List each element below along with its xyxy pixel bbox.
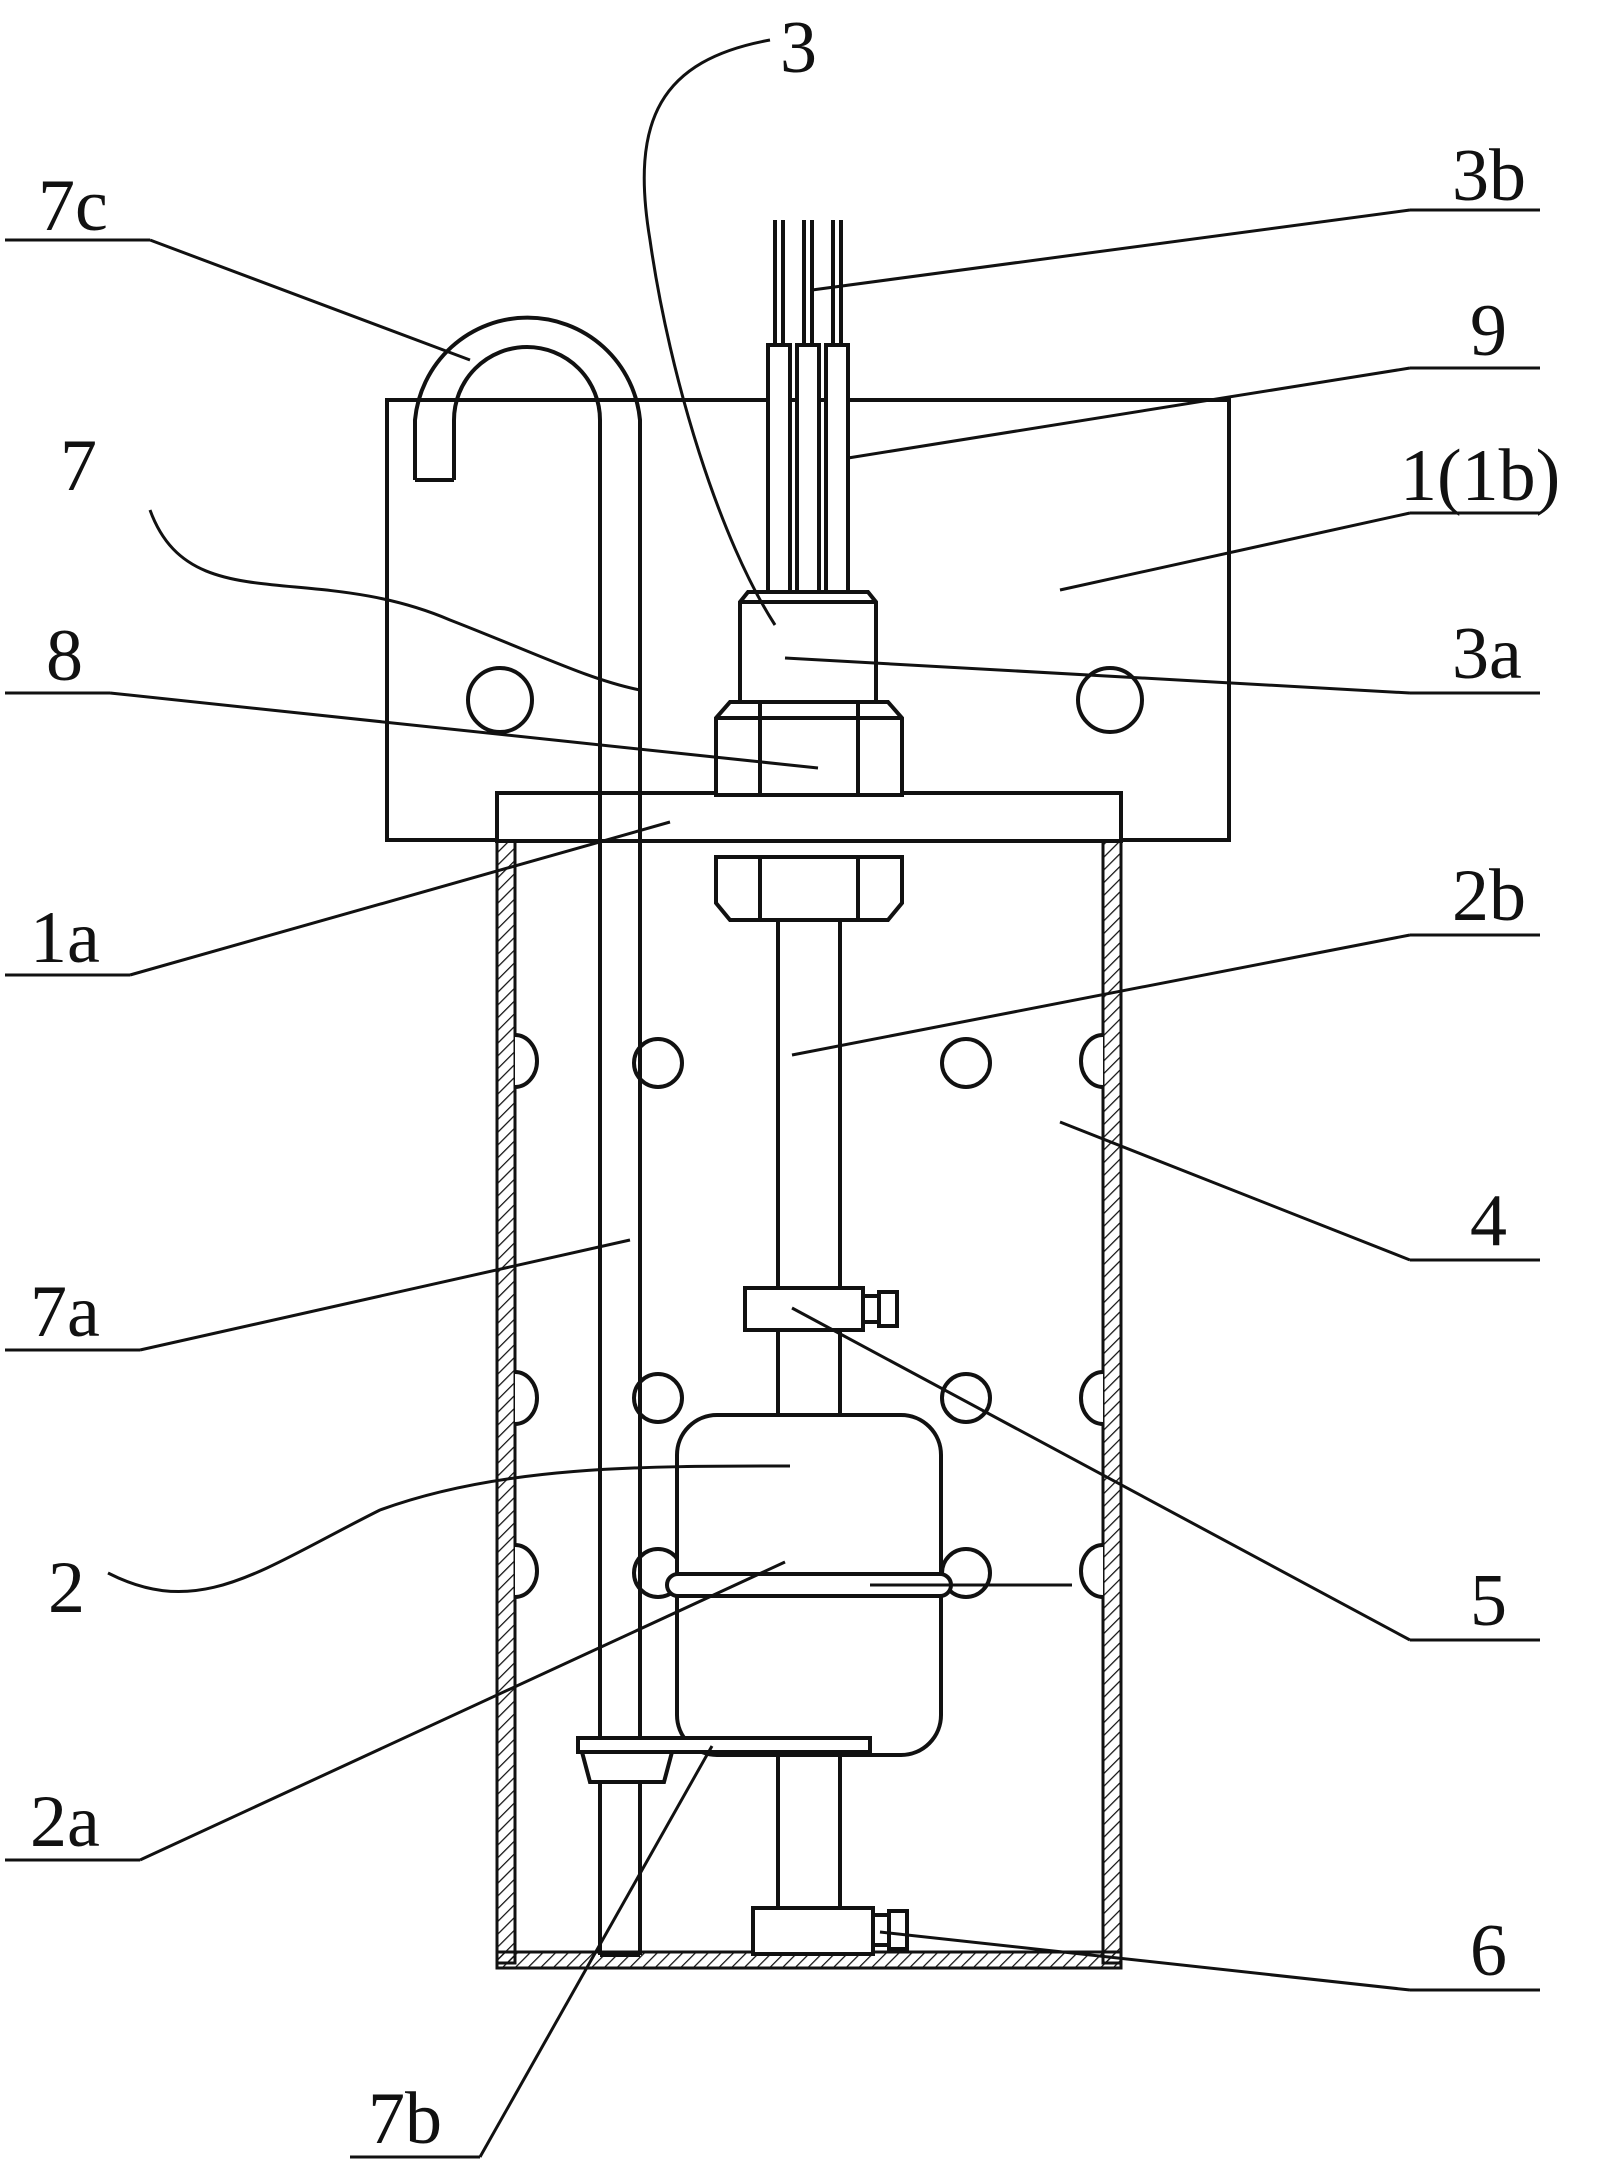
label-4: 4 — [1470, 1180, 1507, 1262]
label-7c: 7c — [38, 165, 108, 247]
leader-lines — [5, 38, 1540, 2159]
guide-rod — [413, 315, 642, 1957]
label-2b: 2b — [1452, 855, 1526, 937]
label-9: 9 — [1470, 290, 1507, 372]
label-1a: 1a — [30, 897, 100, 979]
label-5: 5 — [1470, 1560, 1507, 1642]
label-7a: 7a — [30, 1271, 100, 1353]
label-2a: 2a — [30, 1781, 100, 1863]
callout-labels: 3 3b 7c 9 1(1b) 7 3a 8 1a 2b 4 7a 5 2 2a… — [30, 7, 1560, 2160]
label-2: 2 — [48, 1547, 85, 1629]
flange-plate — [495, 791, 1123, 843]
label-8: 8 — [46, 615, 83, 697]
sensor-head — [714, 220, 904, 922]
label-7b: 7b — [368, 2078, 442, 2160]
float — [665, 1413, 953, 1757]
clamp-ring — [743, 1286, 899, 1332]
label-3b: 3b — [1452, 135, 1526, 217]
housing-tube — [495, 836, 1123, 1970]
bottom-guide-plate — [576, 1736, 872, 1784]
label-3a: 3a — [1452, 613, 1522, 695]
label-3: 3 — [780, 7, 817, 89]
label-1-1b: 1(1b) — [1400, 435, 1560, 517]
end-stop — [751, 1906, 909, 1956]
label-6: 6 — [1470, 1910, 1507, 1992]
label-7: 7 — [60, 425, 97, 507]
